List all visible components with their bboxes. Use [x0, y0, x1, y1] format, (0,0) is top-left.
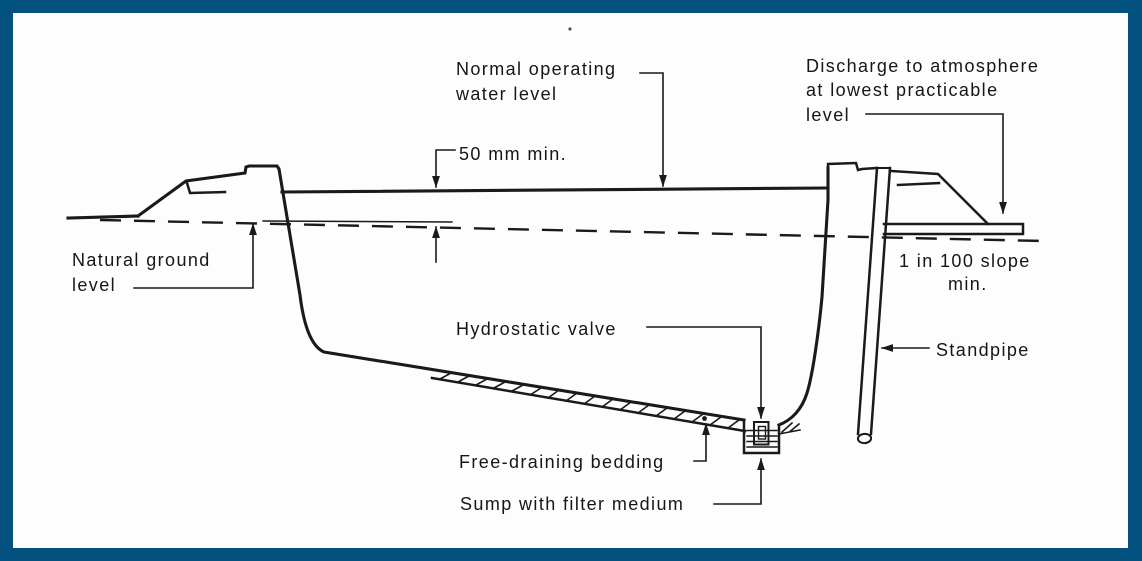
normal-operating-leader — [639, 72, 667, 187]
ground-line-left — [66, 214, 140, 220]
label-discharge-line3: level — [806, 105, 850, 125]
linework — [66, 27, 1045, 455]
sump-leader — [713, 458, 765, 505]
natural-ground-leader — [133, 223, 257, 289]
discharge-pipe — [882, 222, 1025, 236]
right-basin-wall — [776, 166, 830, 428]
water-level-line — [280, 186, 830, 194]
sump-right-hatch-wedge — [778, 421, 801, 435]
sump-outline — [742, 418, 781, 455]
label-discharge-line2: at lowest practicable — [806, 80, 998, 100]
left-bench-step — [185, 181, 227, 195]
discharge-leader — [865, 113, 1007, 214]
label-sump: Sump with filter medium — [460, 494, 684, 514]
label-discharge-line1: Discharge to atmosphere — [806, 56, 1039, 76]
discharge-level-line — [262, 220, 453, 223]
label-free-draining-bedding: Free-draining bedding — [459, 452, 665, 472]
scan-speck — [568, 27, 572, 31]
hydrostatic-valve-leader — [646, 326, 765, 419]
right-crest-outer-slope — [889, 169, 990, 226]
label-slope-line1: 1 in 100 slope — [899, 251, 1031, 271]
label-natural-ground-line1: Natural ground — [72, 250, 211, 270]
label-standpipe: Standpipe — [936, 340, 1030, 360]
label-normal-operating-line2: water level — [455, 84, 557, 104]
hydrostatic-valve-stem — [757, 425, 767, 440]
hydrostatic-valve-body — [753, 421, 770, 446]
label-slope-line2: min. — [948, 274, 988, 294]
right-crest-left-of-standpipe — [826, 161, 879, 172]
left-embankment-and-floor — [135, 164, 746, 422]
leader-lines — [133, 72, 1007, 505]
bedding-leader — [693, 423, 710, 462]
bedding-leader-dot — [702, 416, 707, 421]
right-bench-line — [896, 181, 941, 187]
dim-50mm-upper-arrow — [432, 149, 456, 188]
label-50mm-min: 50 mm min. — [459, 144, 567, 164]
bedding-hatching — [438, 371, 741, 430]
standpipe-open-end — [856, 432, 873, 445]
label-hydrostatic-valve: Hydrostatic valve — [456, 319, 617, 339]
label-natural-ground-line2: level — [72, 275, 116, 295]
sump-filter-medium-lines — [746, 429, 778, 448]
paper-background — [13, 13, 1128, 548]
label-normal-operating-line1: Normal operating — [456, 59, 616, 79]
labels: Normal operating water level Discharge t… — [72, 56, 1039, 514]
natural-ground-dashed-line — [99, 218, 1045, 243]
standpipe-walls — [856, 166, 892, 436]
